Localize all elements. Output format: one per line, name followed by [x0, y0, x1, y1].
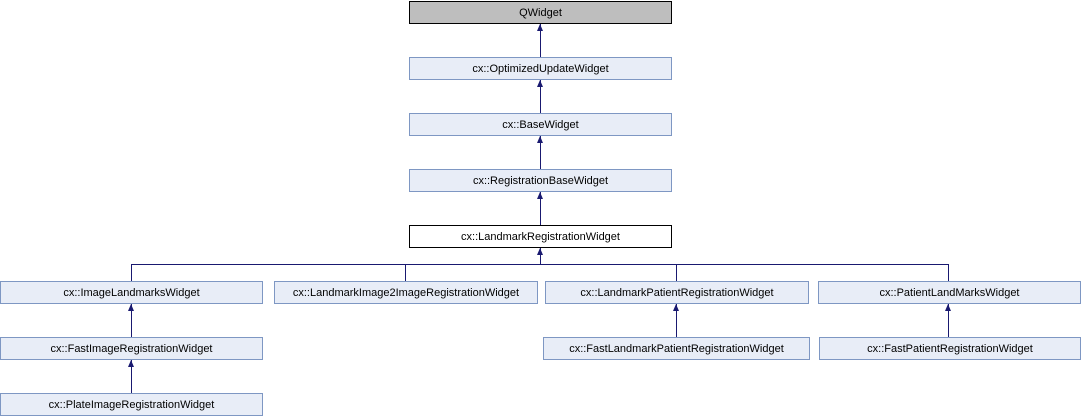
- class-node-label: cx::LandmarkImage2ImageRegistrationWidge…: [292, 286, 520, 299]
- inheritance-edge-bus: [131, 264, 949, 265]
- inheritance-edge: [948, 304, 949, 337]
- class-node-registrationbasewidget[interactable]: cx::RegistrationBaseWidget: [409, 169, 672, 192]
- class-node-patientlandmarkswidget[interactable]: cx::PatientLandMarksWidget: [818, 281, 1081, 304]
- inheritance-edge: [131, 360, 132, 393]
- inheritance-edge: [948, 264, 949, 281]
- class-node-landmarkpatientregistrationwidget[interactable]: cx::LandmarkPatientRegistrationWidget: [545, 281, 809, 304]
- inheritance-edge: [540, 192, 541, 225]
- class-node-label: cx::RegistrationBaseWidget: [472, 174, 609, 187]
- class-node-label: cx::LandmarkRegistrationWidget: [461, 230, 620, 243]
- class-node-label: cx::FastPatientRegistrationWidget: [867, 342, 1033, 355]
- class-node-fastpatientregistrationwidget[interactable]: cx::FastPatientRegistrationWidget: [819, 337, 1081, 360]
- class-node-label: cx::PlateImageRegistrationWidget: [48, 398, 215, 411]
- inheritance-edge: [540, 136, 541, 169]
- class-node-plateimageregistrationwidget[interactable]: cx::PlateImageRegistrationWidget: [0, 393, 263, 416]
- class-node-label: cx::ImageLandmarksWidget: [63, 286, 200, 299]
- class-node-label: cx::BaseWidget: [502, 118, 579, 131]
- class-node-label: cx::FastLandmarkPatientRegistrationWidge…: [569, 342, 784, 355]
- class-node-optimizedupdatewidget[interactable]: cx::OptimizedUpdateWidget: [409, 57, 672, 80]
- inheritance-edge: [540, 80, 541, 113]
- class-node-basewidget[interactable]: cx::BaseWidget: [409, 113, 672, 136]
- class-node-landmarkregistrationwidget: cx::LandmarkRegistrationWidget: [409, 225, 672, 248]
- class-node-qwidget: QWidget: [409, 1, 672, 24]
- class-node-label: cx::PatientLandMarksWidget: [879, 286, 1020, 299]
- inheritance-edge: [405, 264, 406, 281]
- class-node-fastimageregistrationwidget[interactable]: cx::FastImageRegistrationWidget: [0, 337, 263, 360]
- inheritance-edge: [676, 264, 677, 281]
- class-node-label: cx::OptimizedUpdateWidget: [472, 62, 609, 75]
- class-node-landmarkimage2imageregistrationwidget[interactable]: cx::LandmarkImage2ImageRegistrationWidge…: [274, 281, 538, 304]
- class-node-fastlandmarkpatientregistrationwidget[interactable]: cx::FastLandmarkPatientRegistrationWidge…: [543, 337, 810, 360]
- inheritance-edge: [131, 264, 132, 281]
- inheritance-edge: [540, 248, 541, 265]
- inheritance-edge: [540, 24, 541, 57]
- class-node-label: cx::FastImageRegistrationWidget: [50, 342, 213, 355]
- class-node-label: cx::LandmarkPatientRegistrationWidget: [580, 286, 774, 299]
- inheritance-edge: [131, 304, 132, 337]
- class-node-label: QWidget: [519, 6, 562, 19]
- class-node-imagelandmarkswidget[interactable]: cx::ImageLandmarksWidget: [0, 281, 263, 304]
- inheritance-edge: [676, 304, 677, 337]
